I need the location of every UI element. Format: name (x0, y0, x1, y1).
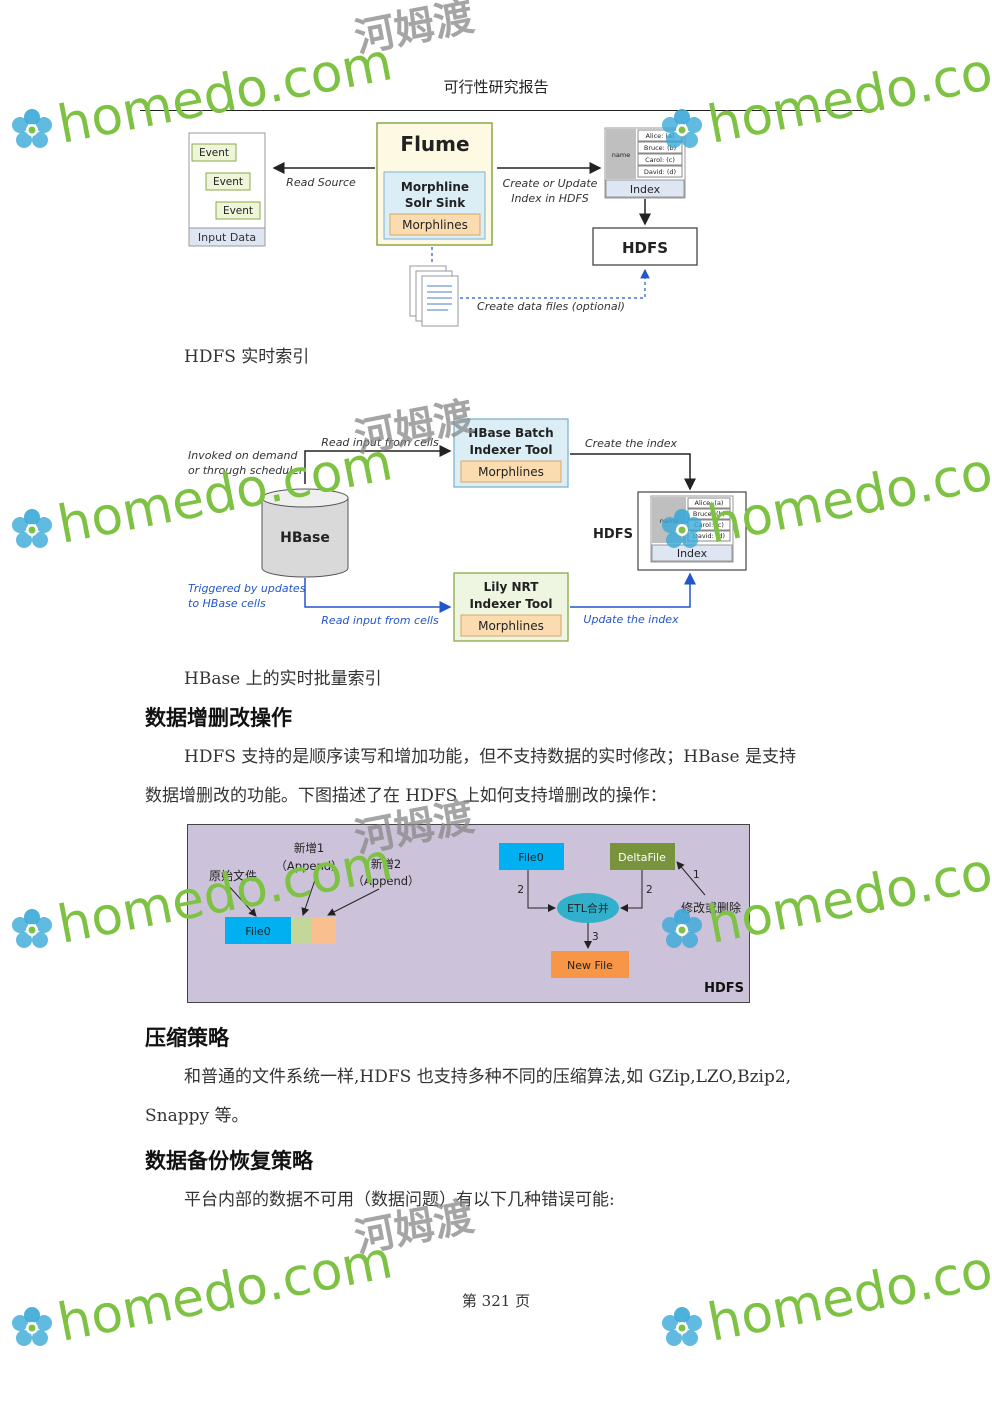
index-in-hdfs-label: Index in HDFS (511, 192, 589, 205)
indexer-label: Indexer Tool (470, 597, 553, 611)
scheduler-label: or through scheduler (188, 464, 305, 477)
newfile-label: New File (567, 959, 613, 972)
index-row: David: (d) (644, 168, 676, 176)
index-row: Bruce: (b) (644, 144, 676, 152)
hbase-label: HBase (280, 530, 330, 546)
hdfs-crud-diagram: 新增1 （Append） 新增2 （Append） 原始文件 File0 Fil… (187, 824, 750, 1003)
index-row: Alice: (a) (646, 132, 675, 140)
solr-sink-label: Solr Sink (405, 196, 466, 210)
morphlines-label: Morphlines (402, 218, 468, 232)
indexer-label: Indexer Tool (470, 443, 553, 457)
step-number: 3 (592, 931, 599, 943)
hdfs-realtime-index-diagram: Input Data Event Event Event Read Source… (188, 122, 698, 327)
paragraph-line: 和普通的文件系统一样,HDFS 也支持多种不同的压缩算法,如 GZip,LZO,… (184, 1067, 792, 1087)
hdfs-label: HDFS (704, 981, 744, 996)
event-label: Event (199, 147, 229, 159)
event-box (205, 172, 251, 191)
append2-block (312, 917, 336, 944)
paragraph-line: 平台内部的数据不可用（数据问题）有以下几种错误可能: (184, 1190, 615, 1210)
hdfs-label: HDFS (622, 239, 668, 257)
homedo-flower-icon (12, 509, 52, 548)
data-files-icon (409, 265, 459, 327)
etl-label: ETL合并 (567, 901, 609, 915)
page-header: 可行性研究报告 (443, 78, 549, 96)
event-label: Event (213, 176, 243, 188)
lily-nrt-label: Lily NRT (484, 580, 540, 594)
update-index-label: Update the index (583, 613, 679, 626)
input-data-label: Input Data (198, 231, 256, 244)
homedo-flower-icon (12, 909, 52, 948)
file0-label: File0 (518, 851, 543, 864)
homedo-flower-icon (662, 1307, 702, 1346)
newfile-box (551, 951, 629, 978)
create-update-label: Create or Update (503, 177, 598, 190)
paragraph-line: 数据增删改的功能。下图描述了在 HDFS 上如何支持增删改的操作： (145, 786, 667, 806)
read-source-label: Read Source (286, 176, 356, 189)
original-file-label: 原始文件 (209, 868, 257, 883)
create-data-files-label: Create data files (optional) (477, 300, 625, 313)
index-row: Carol: (c) (694, 521, 724, 529)
file0-label: File0 (245, 925, 270, 938)
index-row: Carol: (c) (645, 156, 675, 164)
read-input-top-label: Read input from cells (321, 436, 439, 449)
index-row: Bruce: (b) (693, 510, 725, 518)
event-label: Event (223, 205, 253, 217)
xinzeng2-label: 新增2 (371, 857, 401, 871)
page-number: 第 321 页 (461, 1292, 531, 1310)
xinzeng1-label: 新增1 (294, 841, 324, 855)
append2-label: （Append） (352, 874, 419, 888)
index-row: David: (d) (693, 532, 725, 540)
index-label: Index (630, 183, 661, 196)
flume-label: Flume (400, 132, 469, 156)
file0-box (499, 843, 564, 870)
triggered-label: Triggered by updates (188, 582, 306, 595)
figure2-caption: HBase 上的实时批量索引 (184, 669, 382, 689)
section-heading: 数据增删改操作 (145, 706, 292, 730)
morphline-label: Morphline (401, 180, 469, 194)
figure1-caption: HDFS 实时索引 (184, 347, 310, 367)
name-label: name (660, 517, 678, 525)
etl-merge-node (557, 893, 619, 923)
modify-delete-label: 修改或删除 (681, 900, 741, 915)
read-input-bottom-label: Read input from cells (321, 614, 439, 627)
step-number: 1 (693, 869, 700, 881)
section-heading: 压缩策略 (145, 1026, 229, 1050)
morphlines-label: Morphlines (478, 465, 544, 479)
hbase-batch-index-diagram: Invoked on demand or through scheduler R… (188, 418, 747, 642)
hbase-cells-label: to HBase cells (188, 597, 266, 610)
append1-block (291, 917, 312, 944)
watermark-cjk: 河姆渡 (351, 0, 478, 62)
step-number: 2 (517, 884, 524, 896)
header-rule (140, 110, 865, 111)
index-row: Alice: (a) (695, 499, 724, 507)
name-label: name (612, 151, 630, 159)
hdfs-box (592, 227, 698, 266)
paragraph-line: Snappy 等。 (145, 1106, 249, 1126)
hdfs-label: HDFS (593, 527, 633, 542)
index-label: Index (677, 547, 708, 560)
step-number: 2 (646, 884, 653, 896)
file0-box (225, 917, 291, 944)
create-index-label: Create the index (585, 437, 678, 450)
batch-label: HBase Batch (468, 426, 553, 440)
paragraph-line: HDFS 支持的是顺序读写和增加功能，但不支持数据的实时修改；HBase 是支持 (184, 747, 796, 767)
deltafile-box (610, 843, 675, 870)
hbase-cylinder (261, 488, 349, 578)
morphlines-label: Morphlines (478, 619, 544, 633)
homedo-flower-icon (12, 1307, 52, 1346)
deltafile-label: DeltaFile (618, 851, 666, 864)
event-box (191, 143, 237, 162)
append1-label: （Append） (275, 859, 342, 873)
invoked-label: Invoked on demand (188, 449, 298, 462)
homedo-flower-icon (12, 109, 52, 148)
event-box (215, 201, 261, 220)
section-heading: 数据备份恢复策略 (145, 1149, 313, 1173)
